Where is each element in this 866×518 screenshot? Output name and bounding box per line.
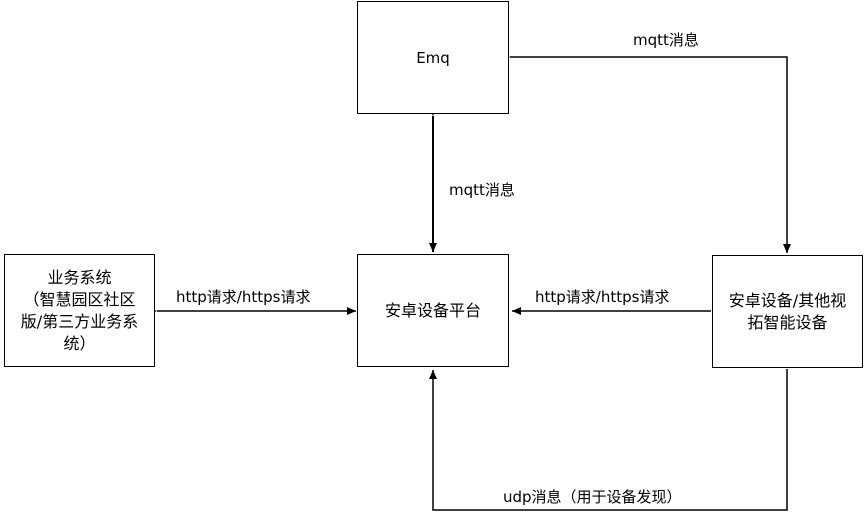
- node-devices: 安卓设备/其他视 拓智能设备: [712, 255, 863, 368]
- edge-business-platform-label: http请求/https请求: [176, 287, 311, 307]
- node-platform-label: 安卓设备平台: [384, 300, 481, 320]
- edge-emq-platform-label: mqtt消息: [449, 180, 515, 200]
- node-emq: Emq: [357, 1, 509, 114]
- edge-devices-platform-udp: [429, 369, 788, 511]
- edge-devices-platform-udp-label: udp消息（用于设备发现）: [503, 487, 682, 507]
- node-platform: 安卓设备平台: [357, 254, 509, 367]
- edge-devices-platform-label: http请求/https请求: [535, 287, 670, 307]
- node-business: 业务系统 （智慧园区社区 版/第三方业务系 统）: [4, 254, 155, 367]
- node-emq-label: Emq: [416, 48, 450, 67]
- edge-emq-devices: [501, 53, 791, 253]
- edge-emq-devices-label: mqtt消息: [633, 30, 699, 50]
- node-devices-label: 安卓设备/其他视 拓智能设备: [728, 290, 847, 332]
- node-business-label: 业务系统 （智慧园区社区 版/第三方业务系 统）: [20, 267, 139, 353]
